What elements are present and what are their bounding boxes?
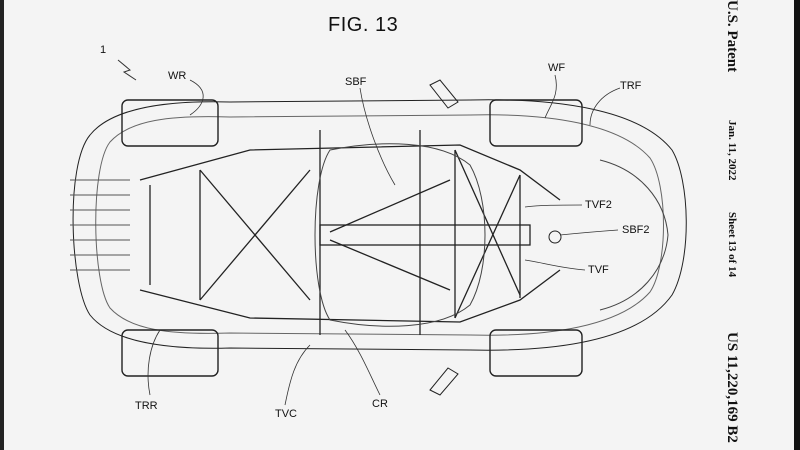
label-tvc: TVC — [275, 408, 297, 420]
label-tvf: TVF — [588, 264, 609, 276]
cabin-outline — [314, 143, 486, 327]
rear-grille — [70, 179, 130, 271]
patent-header-sidebar: U.S. Patent Jan. 11, 2022 Sheet 13 of 14… — [690, 0, 800, 450]
frame-rails — [139, 130, 561, 335]
mirror-top — [429, 79, 459, 109]
wheel-rear-top — [121, 99, 219, 147]
label-sbf2: SBF2 — [622, 224, 650, 236]
figure-title: FIG. 13 — [328, 14, 399, 36]
patent-number: US 11,220,169 B2 — [724, 332, 740, 443]
label-cr: CR — [372, 398, 388, 410]
reference-number: 1 — [100, 44, 107, 56]
wheel-front-bottom — [489, 329, 583, 377]
label-wr: WR — [168, 70, 187, 82]
page-right-edge — [794, 0, 800, 450]
label-wf: WF — [548, 62, 566, 74]
page-left-edge — [0, 0, 4, 450]
leader-lines — [117, 59, 621, 406]
patent-sheet: Sheet 13 of 14 — [726, 212, 738, 278]
label-trf: TRF — [620, 80, 642, 92]
front-nose-detail — [599, 159, 669, 311]
patent-office-label: U.S. Patent — [724, 0, 740, 73]
label-tvf2: TVF2 — [585, 199, 612, 211]
body-outline — [72, 99, 687, 351]
x-bracing — [199, 149, 521, 319]
label-sbf: SBF — [345, 76, 367, 88]
wheel-front-top — [489, 99, 583, 147]
body-inner-outline — [95, 114, 664, 336]
front-emblem — [548, 230, 562, 244]
label-trr: TRR — [135, 400, 158, 412]
mirror-bottom — [429, 367, 459, 396]
center-tunnel — [319, 224, 531, 246]
wheel-rear-bottom — [121, 329, 219, 377]
patent-date: Jan. 11, 2022 — [726, 120, 738, 181]
